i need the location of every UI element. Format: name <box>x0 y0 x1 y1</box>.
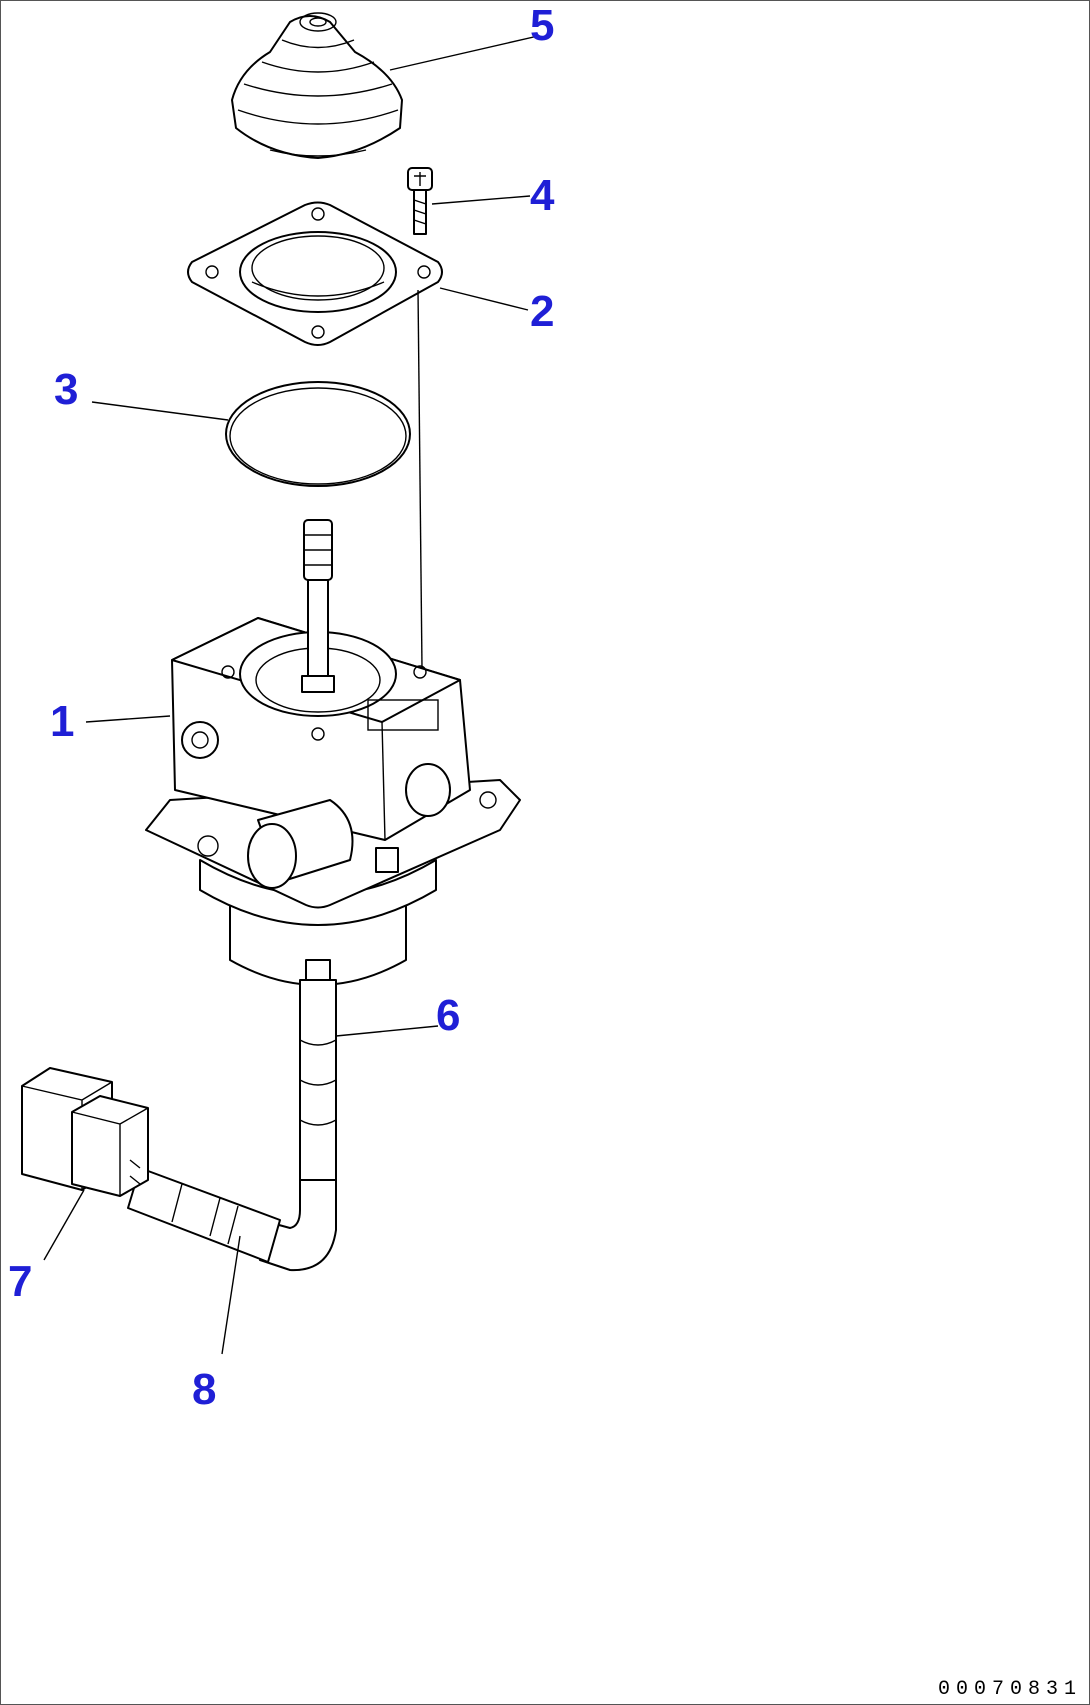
leader-line-1 <box>85 715 171 723</box>
part-4-bolt <box>407 167 433 235</box>
leader-line-7 <box>43 1189 85 1261</box>
callout-8: 8 <box>192 1365 216 1414</box>
leader-line-6 <box>335 1025 439 1037</box>
part-1-valve-assembly <box>145 519 521 986</box>
leader-line-5 <box>389 35 539 71</box>
part-8-wire-harness <box>127 1167 281 1263</box>
part-2-plate <box>187 201 443 346</box>
part-3-o-ring <box>225 381 411 487</box>
part-5-boot <box>231 12 403 159</box>
part-7-connector <box>21 1067 149 1197</box>
leader-line-2 <box>439 287 529 311</box>
callout-6: 6 <box>436 991 460 1040</box>
part-6-harness-tube <box>259 959 337 1272</box>
leader-line-8 <box>221 1235 241 1355</box>
callout-4: 4 <box>530 171 555 220</box>
leader-line-3 <box>91 401 229 421</box>
callout-1: 1 <box>50 697 74 746</box>
callout-7: 7 <box>8 1257 32 1306</box>
leader-line-2-bolt-path <box>417 289 423 669</box>
callout-3: 3 <box>54 365 78 414</box>
leader-line-4 <box>431 195 531 205</box>
drawing-number: 00070831 <box>937 1678 1082 1701</box>
callout-5: 5 <box>530 1 554 50</box>
callout-2: 2 <box>530 287 554 336</box>
leader-lines <box>43 35 539 1355</box>
